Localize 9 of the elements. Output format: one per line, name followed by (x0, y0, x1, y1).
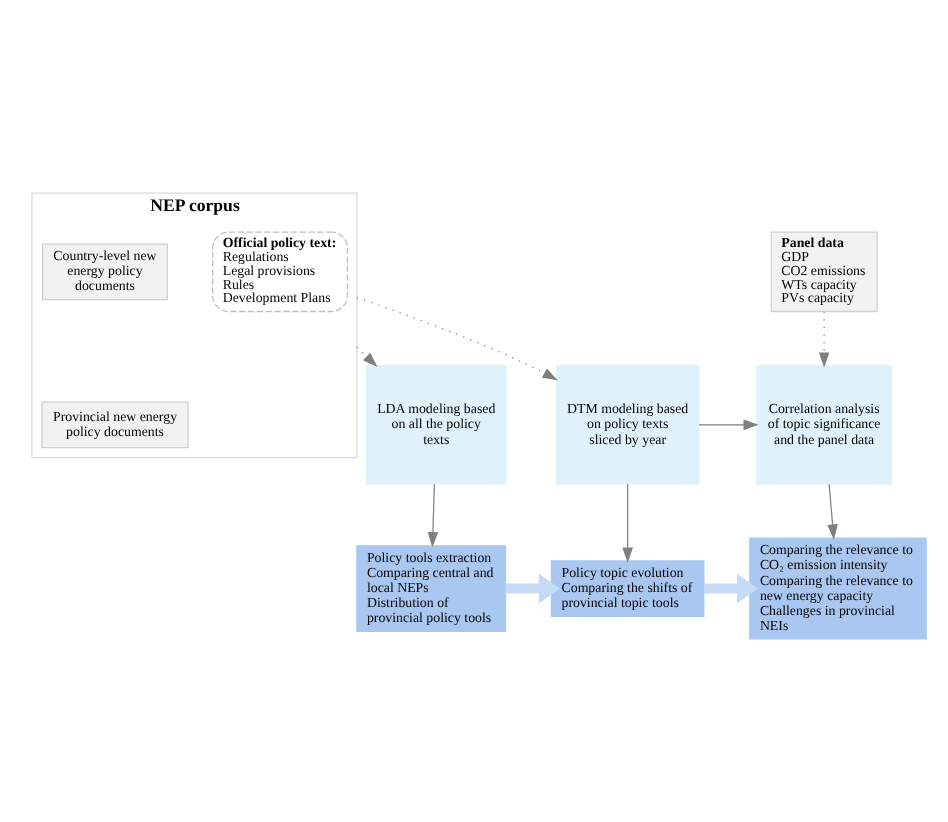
arrow (698, 419, 759, 431)
arrow (827, 483, 838, 540)
arrow (818, 311, 830, 368)
arrow (356, 346, 378, 367)
arrow (704, 573, 759, 604)
arrow (356, 297, 558, 381)
arrow (427, 483, 439, 548)
arrow (622, 483, 633, 563)
arrow (505, 573, 561, 604)
